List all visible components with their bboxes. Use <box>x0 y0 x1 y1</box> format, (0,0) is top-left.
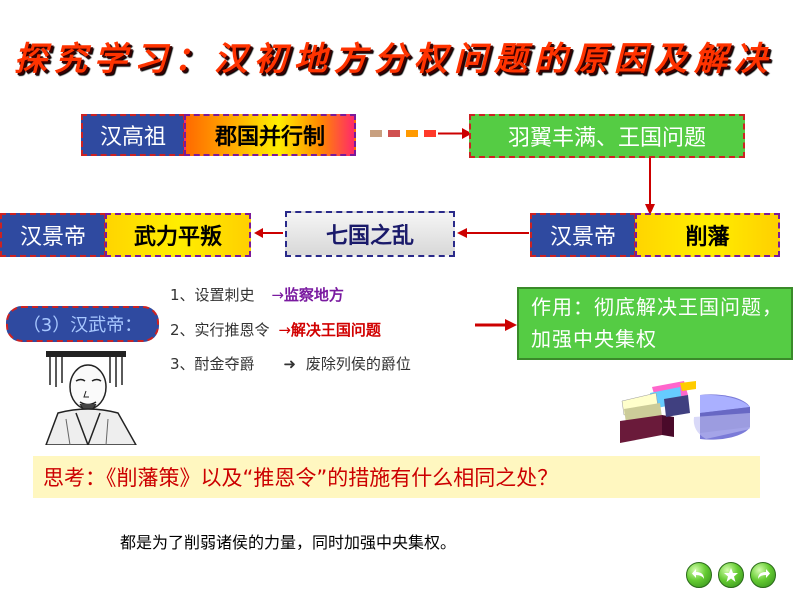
emperor-portrait-image <box>36 347 148 445</box>
back-arrow-icon <box>692 569 704 579</box>
step-result: 废除列侯的爵位 <box>305 355 411 373</box>
forward-button[interactable] <box>750 562 776 588</box>
step-result: 监察地方 <box>283 286 344 304</box>
ruler-box-wudi: （3）汉武帝： <box>6 306 159 342</box>
step-number: 1、 <box>170 286 195 304</box>
right-arrow-icon: ➜ <box>283 355 296 373</box>
step-text: 酎金夺爵 <box>194 355 255 373</box>
arrow-right-effect <box>475 319 517 331</box>
policy-box-junguo: 郡国并行制 <box>184 114 356 156</box>
arrow-left-2 <box>457 228 529 238</box>
ruler-box-jingdi-right: 汉景帝 <box>530 213 636 257</box>
step-number: 2、 <box>170 321 195 339</box>
decorative-pie-chart-image <box>620 381 750 443</box>
result-box-wangguo: 羽翼丰满、王国问题 <box>469 114 745 158</box>
event-box-qiguo: 七国之乱 <box>285 211 455 257</box>
right-arrow-icon: → <box>278 321 291 339</box>
step-result: 解决王国问题 <box>290 321 381 339</box>
right-arrow-icon: → <box>271 286 284 304</box>
action-box-wuli: 武力平叛 <box>105 213 251 257</box>
star-icon <box>724 568 738 582</box>
step-text: 实行推恩令 <box>194 321 270 339</box>
arrow-left-1 <box>254 228 283 238</box>
effect-box: 作用：彻底解决王国问题，加强中央集权 <box>517 287 793 360</box>
action-box-xuefan: 削藩 <box>635 213 780 257</box>
step-number: 3、 <box>170 355 195 373</box>
step-2: 2、实行推恩令 →解决王国问题 <box>170 319 381 340</box>
ruler-box-jingdi-left: 汉景帝 <box>0 213 106 257</box>
dashed-arrow-row1 <box>370 128 472 139</box>
answer-text: 都是为了削弱诸侯的力量，同时加强中央集权。 <box>120 533 457 552</box>
step-1: 1、设置刺史 →监察地方 <box>170 284 344 305</box>
back-button[interactable] <box>686 562 712 588</box>
step-text: 设置刺史 <box>194 286 255 304</box>
arrow-down <box>645 158 655 215</box>
slide-title: 探究学习：汉初地方分权问题的原因及解决 <box>14 39 774 78</box>
step-3: 3、酎金夺爵 ➜ 废除列侯的爵位 <box>170 353 411 374</box>
forward-arrow-icon <box>758 569 770 579</box>
question-bar: 思考：《削藩策》以及“推恩令”的措施有什么相同之处？ <box>33 456 760 498</box>
ruler-box-gaozu: 汉高祖 <box>81 114 185 156</box>
home-button[interactable] <box>718 562 744 588</box>
